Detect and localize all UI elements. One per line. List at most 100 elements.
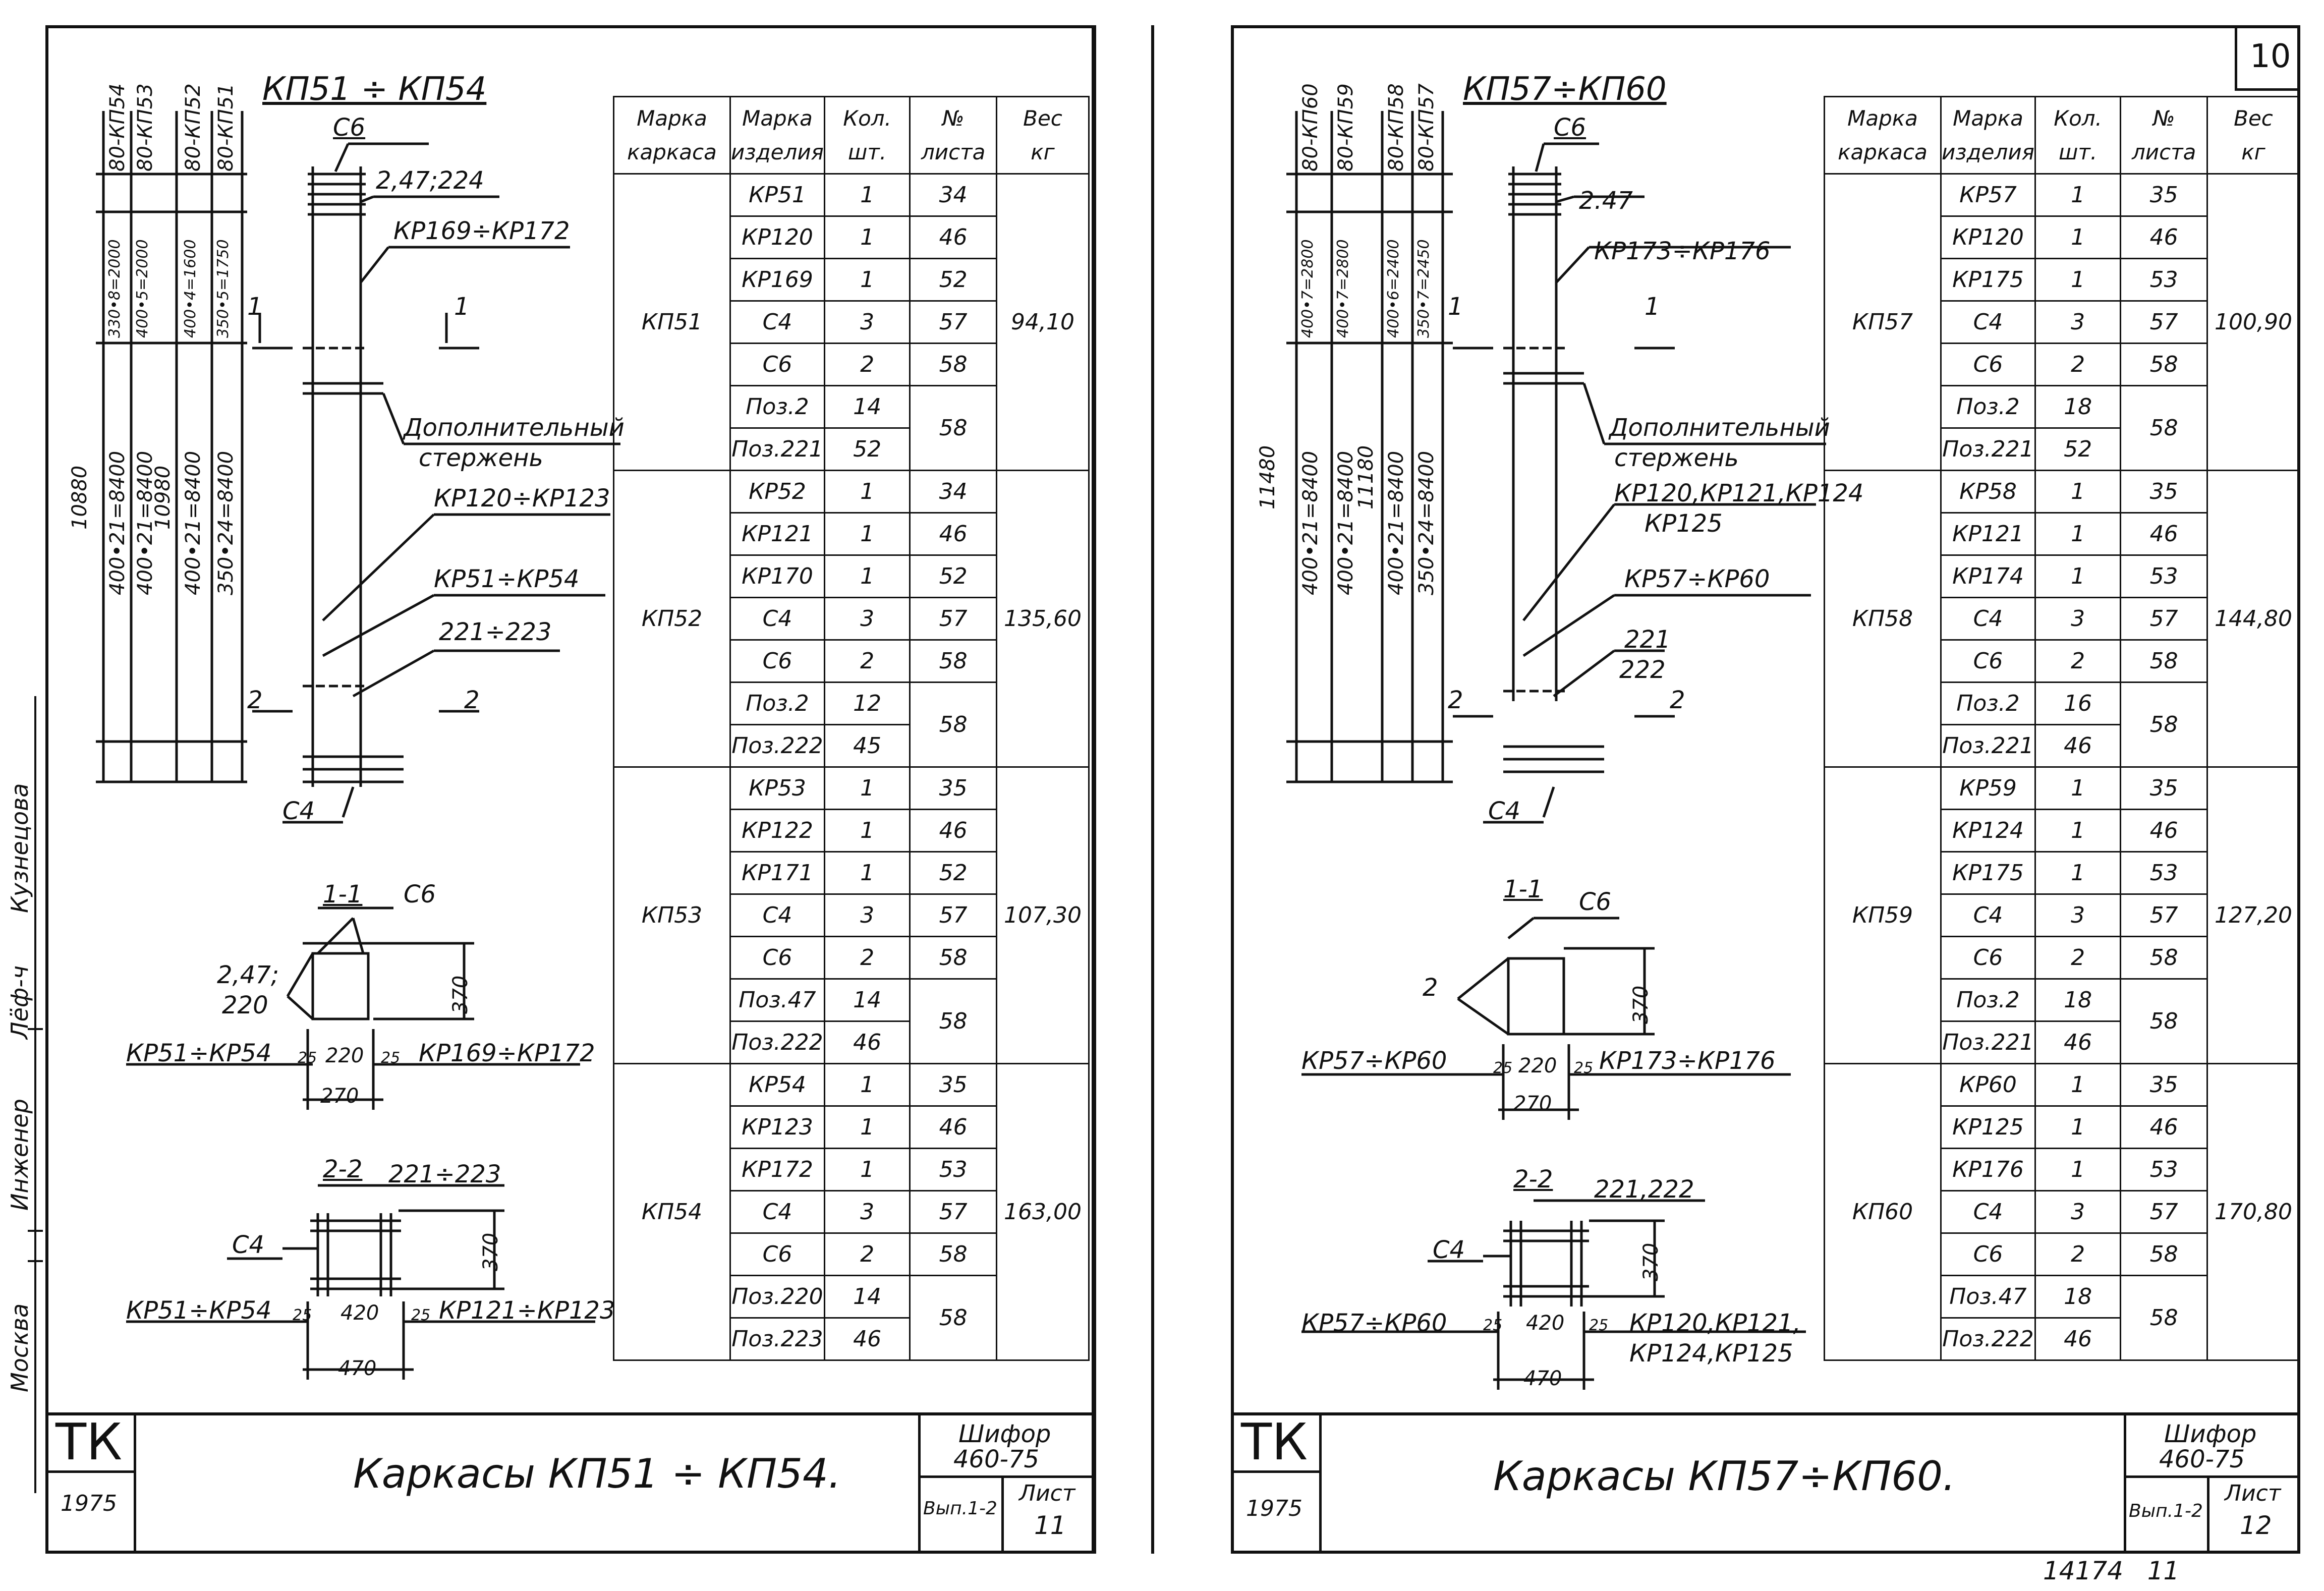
item-mark-cell: С6 [1940,343,2036,386]
right-dim-7: 80-КП60 [1299,83,1322,172]
left-c4-label: С4 [282,797,315,825]
item-mark-cell: С6 [1940,1232,2036,1276]
qty-cell: 46 [2034,1020,2122,1064]
weight-cell: 127,20 [2206,766,2300,1064]
frame-mark-cell: КП59 [1824,766,1942,1064]
sheet-cell: 58 [2120,343,2208,386]
sheet-cell: 46 [909,809,998,853]
right-s2-d1: 25 [1483,1317,1503,1334]
right-code2: 460-75 [2159,1445,2245,1473]
qty-cell: 3 [823,300,911,344]
left-ref1: 2,47;224 [376,166,484,195]
right-s2-left: КР57÷КР60 [1301,1309,1447,1337]
right-dim-13: 400•6=2400 [1385,239,1402,338]
left-mark-2b: 2 [464,686,480,714]
sheet-cell: 58 [909,1275,998,1361]
weight-cell: 144,80 [2206,470,2300,768]
left-section1-c6: С6 [404,880,436,908]
right-s1-left: КР57÷КР60 [1301,1047,1447,1075]
right-list-label: Лист [2225,1481,2281,1506]
sheet-cell: 53 [2120,1148,2208,1191]
qty-cell: 2 [2034,1232,2122,1276]
left-s1-d1: 25 [298,1049,317,1067]
qty-cell: 1 [2034,766,2122,810]
left-tk: ТК [55,1412,123,1471]
sheet-cell: 46 [909,1105,998,1149]
frame-mark-cell: КП53 [613,766,731,1064]
weight-cell: 107,30 [996,766,1090,1064]
sheet-cell: 35 [909,1063,998,1107]
right-year: 1975 [1246,1496,1302,1521]
sheet-cell: 58 [2120,385,2208,471]
right-s1-d3: 25 [1574,1059,1594,1077]
sheet-cell: 58 [2120,1275,2208,1361]
item-mark-cell: КР121 [729,512,825,556]
item-mark-cell: КР170 [729,554,825,598]
item-mark-cell: КР54 [729,1063,825,1107]
weight-cell: 163,00 [996,1063,1090,1361]
qty-cell: 1 [823,766,911,810]
right-s1-h: 370 [1629,985,1653,1024]
left-s1-left: КР51÷КР54 [126,1039,272,1067]
frame-mark-cell: КП58 [1824,470,1942,768]
qty-cell: 3 [823,893,911,937]
right-dim-8: 80-КП59 [1334,83,1357,172]
qty-cell: 2 [2034,639,2122,683]
right-ref4: КР57÷КР60 [1624,565,1770,593]
right-dim-6: 350•24=8400 [1415,450,1438,595]
left-ref4: КР51÷КР54 [434,565,580,593]
right-s2-right2: КР124,КР125 [1629,1339,1793,1368]
sheet-cell: 57 [909,893,998,937]
right-c4-label: С4 [1488,797,1521,825]
left-s1-ref: 2,47; [217,961,279,989]
sheet-cell: 53 [2120,258,2208,302]
frame-mark-cell: КП52 [613,470,731,768]
item-mark-cell: Поз.221 [1940,724,2036,768]
item-mark-cell: Поз.2 [1940,978,2036,1022]
left-list-no: 11 [1034,1511,1066,1540]
item-mark-cell: Поз.2 [729,681,825,725]
item-mark-cell: С4 [1940,597,2036,641]
sheet-cell: 35 [2120,766,2208,810]
left-mark-2: 2 [247,686,263,714]
left-ref5: 221÷223 [439,618,552,646]
qty-cell: 1 [2034,1148,2122,1191]
sheet-cell: 35 [2120,470,2208,514]
right-s2-h: 370 [1639,1242,1663,1281]
item-mark-cell: С6 [729,936,825,980]
item-mark-cell: КР124 [1940,809,2036,853]
right-sheet-title: Каркасы КП57÷КП60. [1493,1453,1956,1500]
qty-cell: 2 [823,936,911,980]
left-year-box [45,1470,136,1554]
right-s2-w: 470 [1523,1367,1562,1390]
item-mark-cell: С6 [1940,936,2036,980]
item-mark-cell: КР59 [1940,766,2036,810]
sheet-cell: 57 [2120,1190,2208,1234]
sheet-cell: 46 [2120,1105,2208,1149]
item-mark-cell: С6 [1940,639,2036,683]
qty-cell: 1 [823,1105,911,1149]
qty-cell: 1 [2034,809,2122,853]
qty-cell: 1 [2034,554,2122,598]
item-mark-cell: КР57 [1940,173,2036,217]
frame-mark-cell: КП54 [613,1063,731,1361]
right-vyp: Вып.1-2 [2129,1501,2203,1521]
